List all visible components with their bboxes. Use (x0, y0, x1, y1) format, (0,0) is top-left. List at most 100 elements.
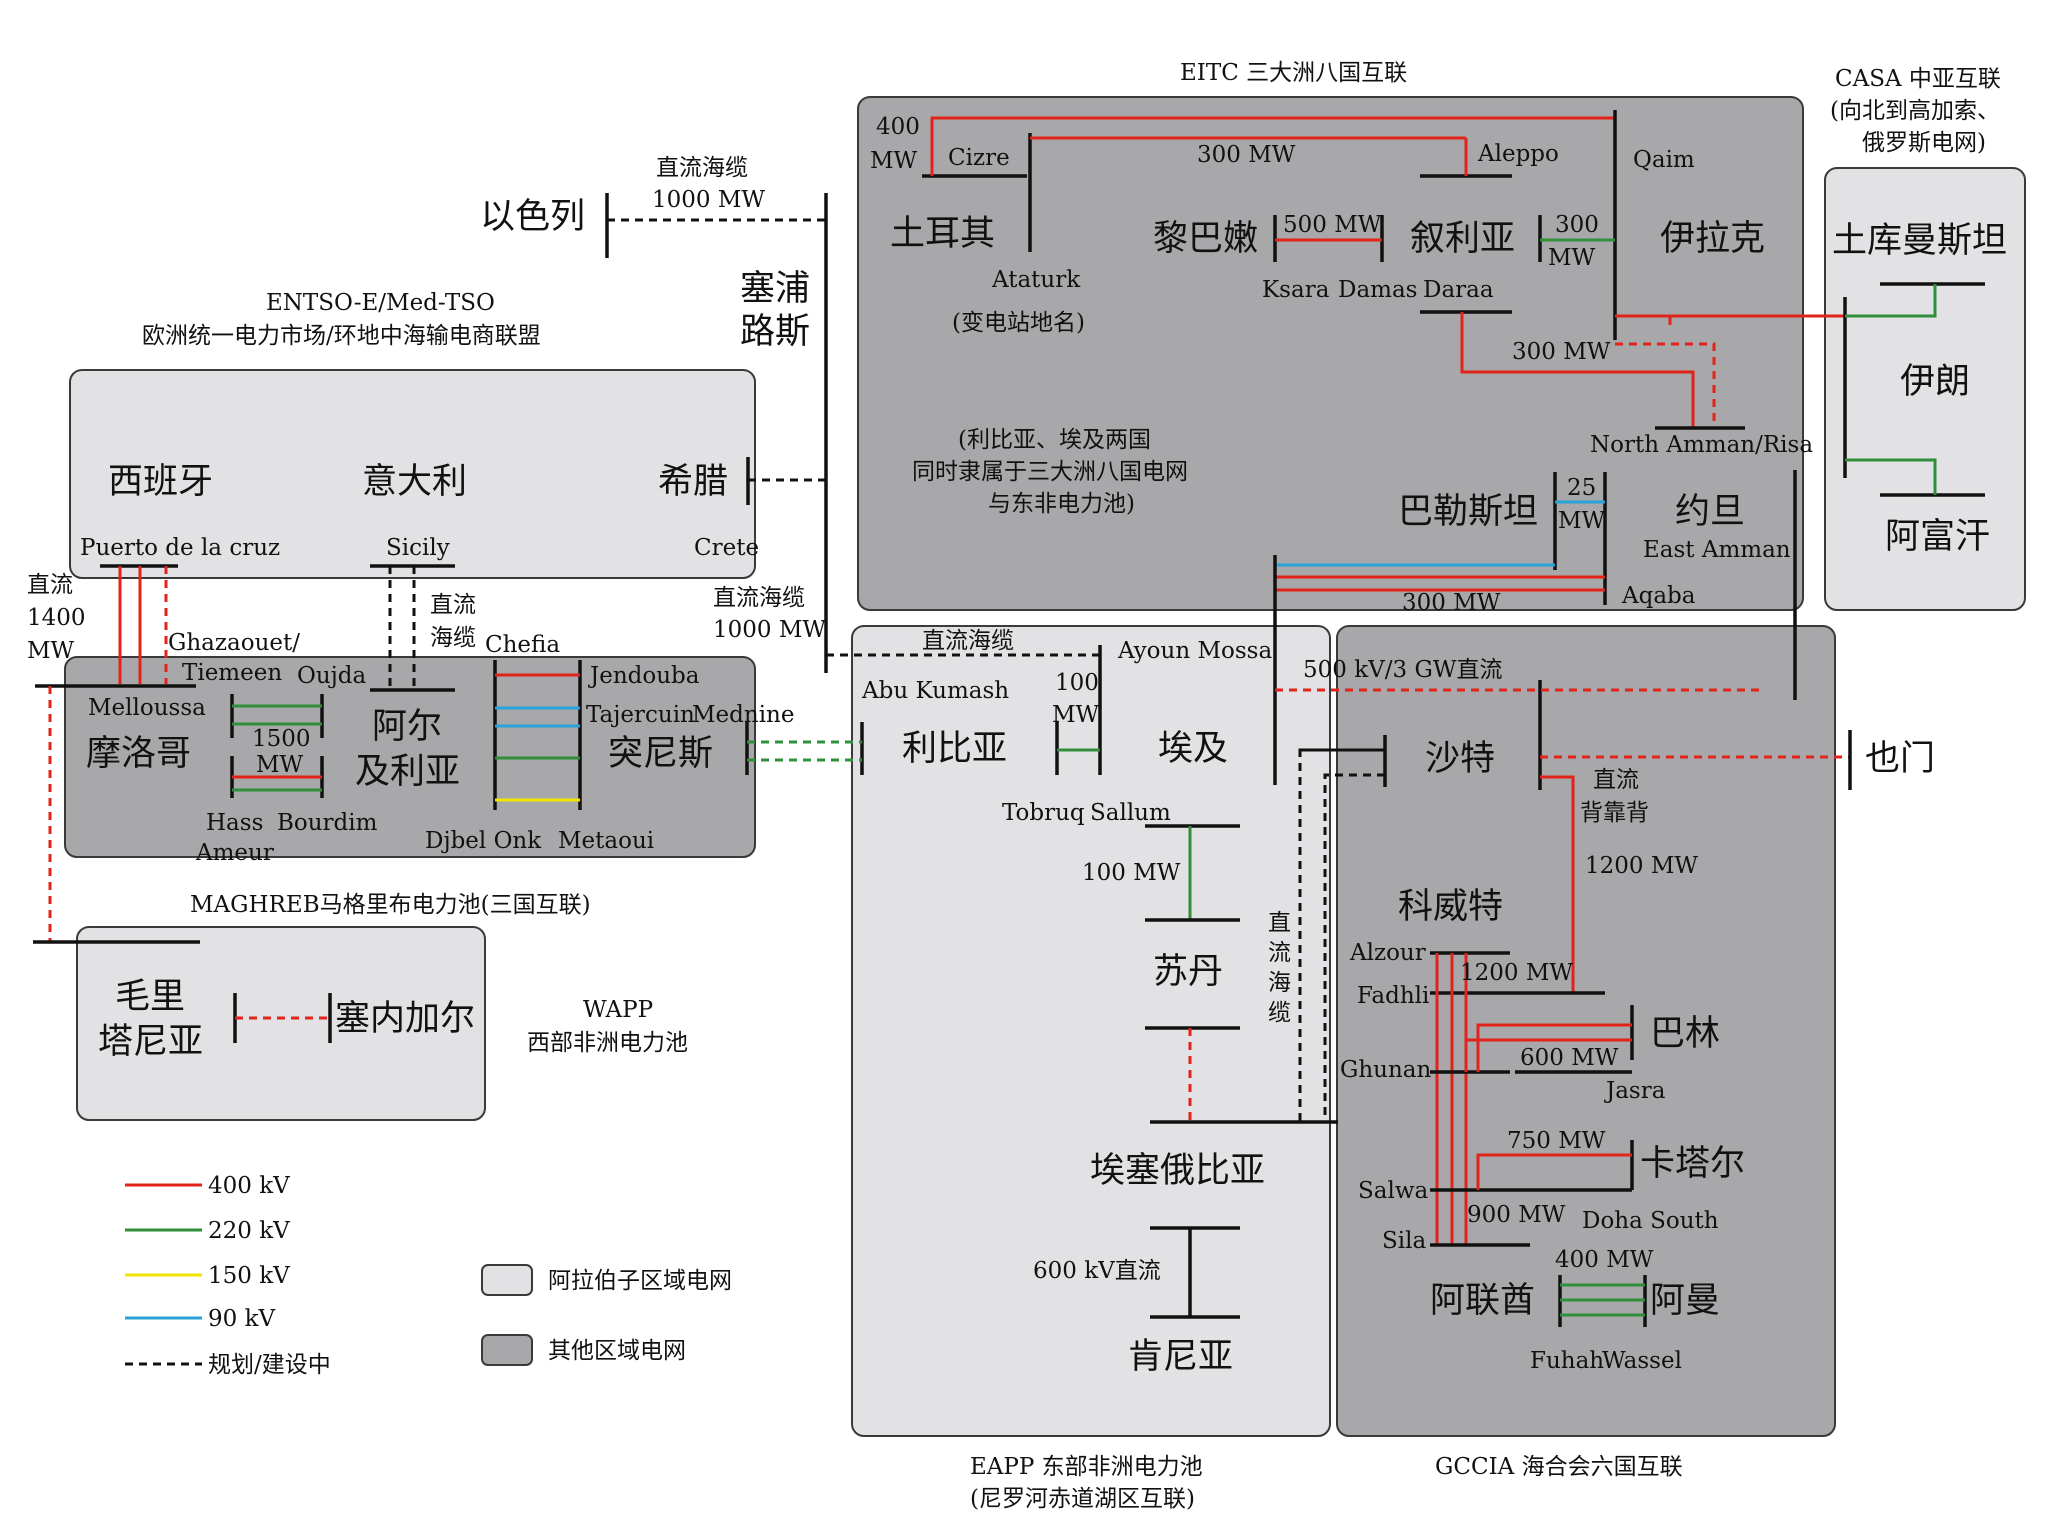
legend-label-arab: 阿拉伯子区域电网 (548, 1268, 732, 1294)
station-doha-south: Doha South (1582, 1208, 1719, 1234)
note-mw300-top: 300 MW (1197, 142, 1296, 168)
region-casa (1824, 167, 2026, 611)
note-dc-cable-italy-a: 直流 (430, 592, 476, 618)
region-title-entso-1: ENTSO-E/Med-TSO (266, 290, 495, 316)
note-substation: (变电站地名) (952, 310, 1085, 336)
country-yemen: 也门 (1865, 739, 1935, 779)
station-damas: Damas (1338, 277, 1417, 303)
note-mw300-a: 300 (1555, 212, 1599, 238)
station-sicily: Sicily (386, 535, 450, 561)
region-title-casa-2: (向北到高加索、 (1830, 98, 2000, 124)
line-planned-dc-cable-2 (1298, 748, 1385, 1122)
country-libya: 利比亚 (902, 729, 1007, 769)
legend-label-400: 400 kV (208, 1173, 290, 1199)
station-cizre: Cizre (948, 145, 1010, 171)
country-kuwait: 科威特 (1398, 887, 1503, 927)
region-title-eapp-1: EAPP 东部非洲电力池 (970, 1454, 1203, 1480)
region-title-wapp-1: WAPP (583, 997, 653, 1023)
line-400-saudi-kuwait (1540, 775, 1575, 993)
note-dc-cable-greece: 直流海缆 (713, 585, 805, 611)
legend-label-planned: 规划/建设中 (208, 1352, 331, 1378)
country-algeria-1: 阿尔 (372, 707, 442, 747)
country-palestine: 巴勒斯坦 (1398, 492, 1538, 532)
note-dc600: 600 kV直流 (1033, 1258, 1161, 1284)
station-alzour: Alzour (1349, 940, 1426, 966)
country-algeria-2: 及利亚 (355, 752, 460, 792)
region-eitc (857, 96, 1804, 611)
note-mw500: 500 MW (1283, 212, 1382, 238)
note-mw300-b: MW (1548, 245, 1596, 271)
station-aleppo: Aleppo (1477, 141, 1559, 167)
note-vert-1: 直 (1268, 910, 1291, 936)
note-mw100-b: MW (1052, 702, 1100, 728)
note-btb-2: 背靠背 (1580, 800, 1649, 826)
line-400-turkey-iraq (930, 116, 1615, 176)
station-jendouba: Jendouba (588, 663, 700, 689)
note-dc500: 500 kV/3 GW直流 (1303, 657, 1502, 683)
country-saudi: 沙特 (1425, 739, 1495, 779)
country-ethiopia: 埃塞俄比亚 (1090, 1151, 1265, 1191)
line-400-ghunan-bahrain-1 (1464, 1038, 1632, 1072)
region-eapp (851, 625, 1331, 1437)
line-400-ghunan-bahrain-2 (1476, 1023, 1632, 1072)
station-ghunan: Ghunan (1340, 1057, 1432, 1083)
note-mw25-b: MW (1558, 508, 1606, 534)
note-btb-1: 直流 (1593, 767, 1639, 793)
country-uae: 阿联酋 (1430, 1281, 1535, 1321)
station-melloussa: Melloussa (88, 695, 206, 721)
country-syria: 叙利亚 (1410, 219, 1515, 259)
note-mw25-a: 25 (1567, 475, 1596, 501)
note-mw1000-greece: 1000 MW (713, 617, 826, 643)
country-qatar: 卡塔尔 (1640, 1144, 1745, 1184)
region-title-wapp-2: 西部非洲电力池 (527, 1030, 688, 1056)
note-mw600: 600 MW (1520, 1045, 1619, 1071)
line-400-salwa-qatar (1476, 1153, 1632, 1190)
station-ghazaouet: Ghazaouet/ (168, 630, 300, 656)
station-mednine: Mednine (692, 702, 794, 728)
note-mw400-uae: 400 MW (1555, 1247, 1654, 1273)
station-ayoun-mossa: Ayoun Mossa (1117, 638, 1272, 664)
country-senegal: 塞内加尔 (335, 999, 475, 1039)
line-220-iran-turkm (1845, 284, 1937, 318)
note-mw300-daraa: 300 MW (1512, 339, 1611, 365)
station-ataturk: Ataturk (991, 267, 1081, 293)
country-italy: 意大利 (362, 462, 467, 502)
country-turkey: 土耳其 (890, 214, 995, 254)
legend-label-90: 90 kV (208, 1306, 276, 1332)
region-title-eitc: EITC 三大洲八国互联 (1180, 60, 1407, 86)
country-iraq: 伊拉克 (1660, 219, 1765, 259)
station-crete: Crete (694, 535, 759, 561)
note-mw400-b: MW (870, 148, 918, 174)
region-title-gccia: GCCIA 海合会六国互联 (1435, 1454, 1683, 1480)
station-oujda: Oujda (297, 663, 367, 689)
note-mw1400-u: MW (27, 638, 75, 664)
region-title-maghreb: MAGHREB马格里布电力池(三国互联) (190, 892, 591, 918)
station-wassel: Wassel (1602, 1348, 1682, 1374)
note-mw100-sudan: 100 MW (1082, 860, 1181, 886)
region-entso (69, 369, 756, 579)
country-sudan: 苏丹 (1153, 952, 1223, 992)
station-salwa: Salwa (1358, 1178, 1429, 1204)
station-bourdim: Bourdim (277, 810, 378, 836)
region-title-casa-3: 俄罗斯电网) (1862, 130, 1986, 156)
region-wapp (76, 926, 486, 1121)
station-fuhah: Fuhah (1530, 1348, 1604, 1374)
station-djbel-onk: Djbel Onk (425, 828, 542, 854)
note-libya-egypt-3: 与东非电力池) (988, 491, 1135, 517)
note-libya-egypt-2: 同时隶属于三大洲八国电网 (912, 459, 1188, 485)
legend-label-150: 150 kV (208, 1263, 290, 1289)
country-israel: 以色列 (480, 197, 585, 237)
country-cyprus-1: 塞浦 (740, 269, 810, 309)
note-dc-cable-italy-b: 海缆 (430, 625, 476, 651)
country-turkmenistan: 土库曼斯坦 (1832, 221, 2007, 261)
line-planned-dc-cable-3 (1323, 773, 1385, 1122)
country-iran: 伊朗 (1900, 362, 1970, 402)
country-cyprus-2: 路斯 (740, 312, 810, 352)
country-lebanon: 黎巴嫩 (1153, 219, 1258, 259)
note-mw1400: 1400 (27, 605, 86, 631)
station-hass: Hass (206, 810, 263, 836)
legend-swatch-arab (481, 1264, 533, 1296)
station-aqaba: Aqaba (1621, 583, 1696, 609)
region-title-entso-2: 欧洲统一电力市场/环地中海输电商联盟 (142, 323, 541, 349)
